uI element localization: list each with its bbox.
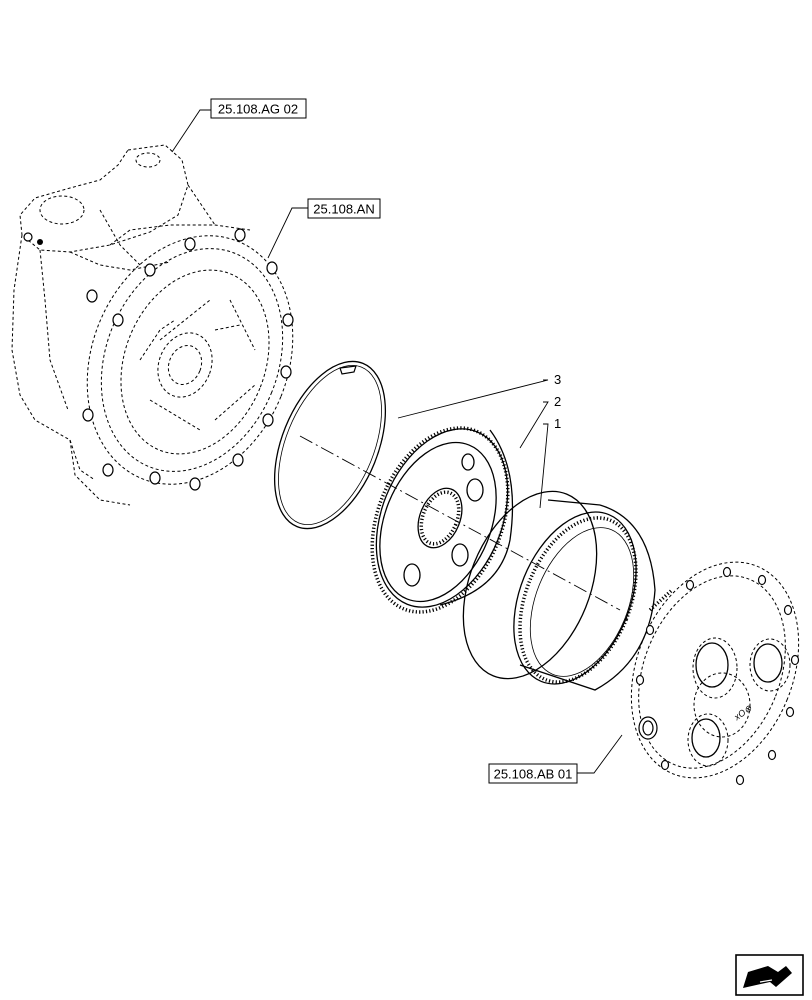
reference-label-flange: 25.108.AN (307, 198, 381, 219)
reference-label-cover: 25.108.AB 01 (488, 763, 578, 784)
leader-lines (171, 109, 623, 774)
housing-bolt-holes (82, 228, 294, 491)
cover-bolt-holes (635, 566, 800, 786)
assembly-axis (299, 435, 621, 611)
svg-text:25.108.AG 02: 25.108.AG 02 (218, 102, 298, 117)
callout-number-3: 3 (554, 372, 561, 387)
final-drive-housing (11, 144, 294, 506)
callout-number-1: 1 (554, 416, 561, 431)
planetary-cover: xO⊗ (630, 561, 800, 786)
snap-ring (273, 360, 387, 530)
ring-gear (462, 490, 656, 691)
reference-label-upper-housing: 25.108.AG 02 (210, 98, 307, 119)
cover-marking: xO⊗ (732, 703, 755, 723)
planet-carrier-hub (370, 426, 514, 614)
page-navigation-icon[interactable] (735, 954, 804, 996)
callout-number-2: 2 (554, 394, 561, 409)
svg-text:25.108.AB 01: 25.108.AB 01 (494, 767, 573, 782)
svg-text:25.108.AN: 25.108.AN (313, 202, 374, 217)
